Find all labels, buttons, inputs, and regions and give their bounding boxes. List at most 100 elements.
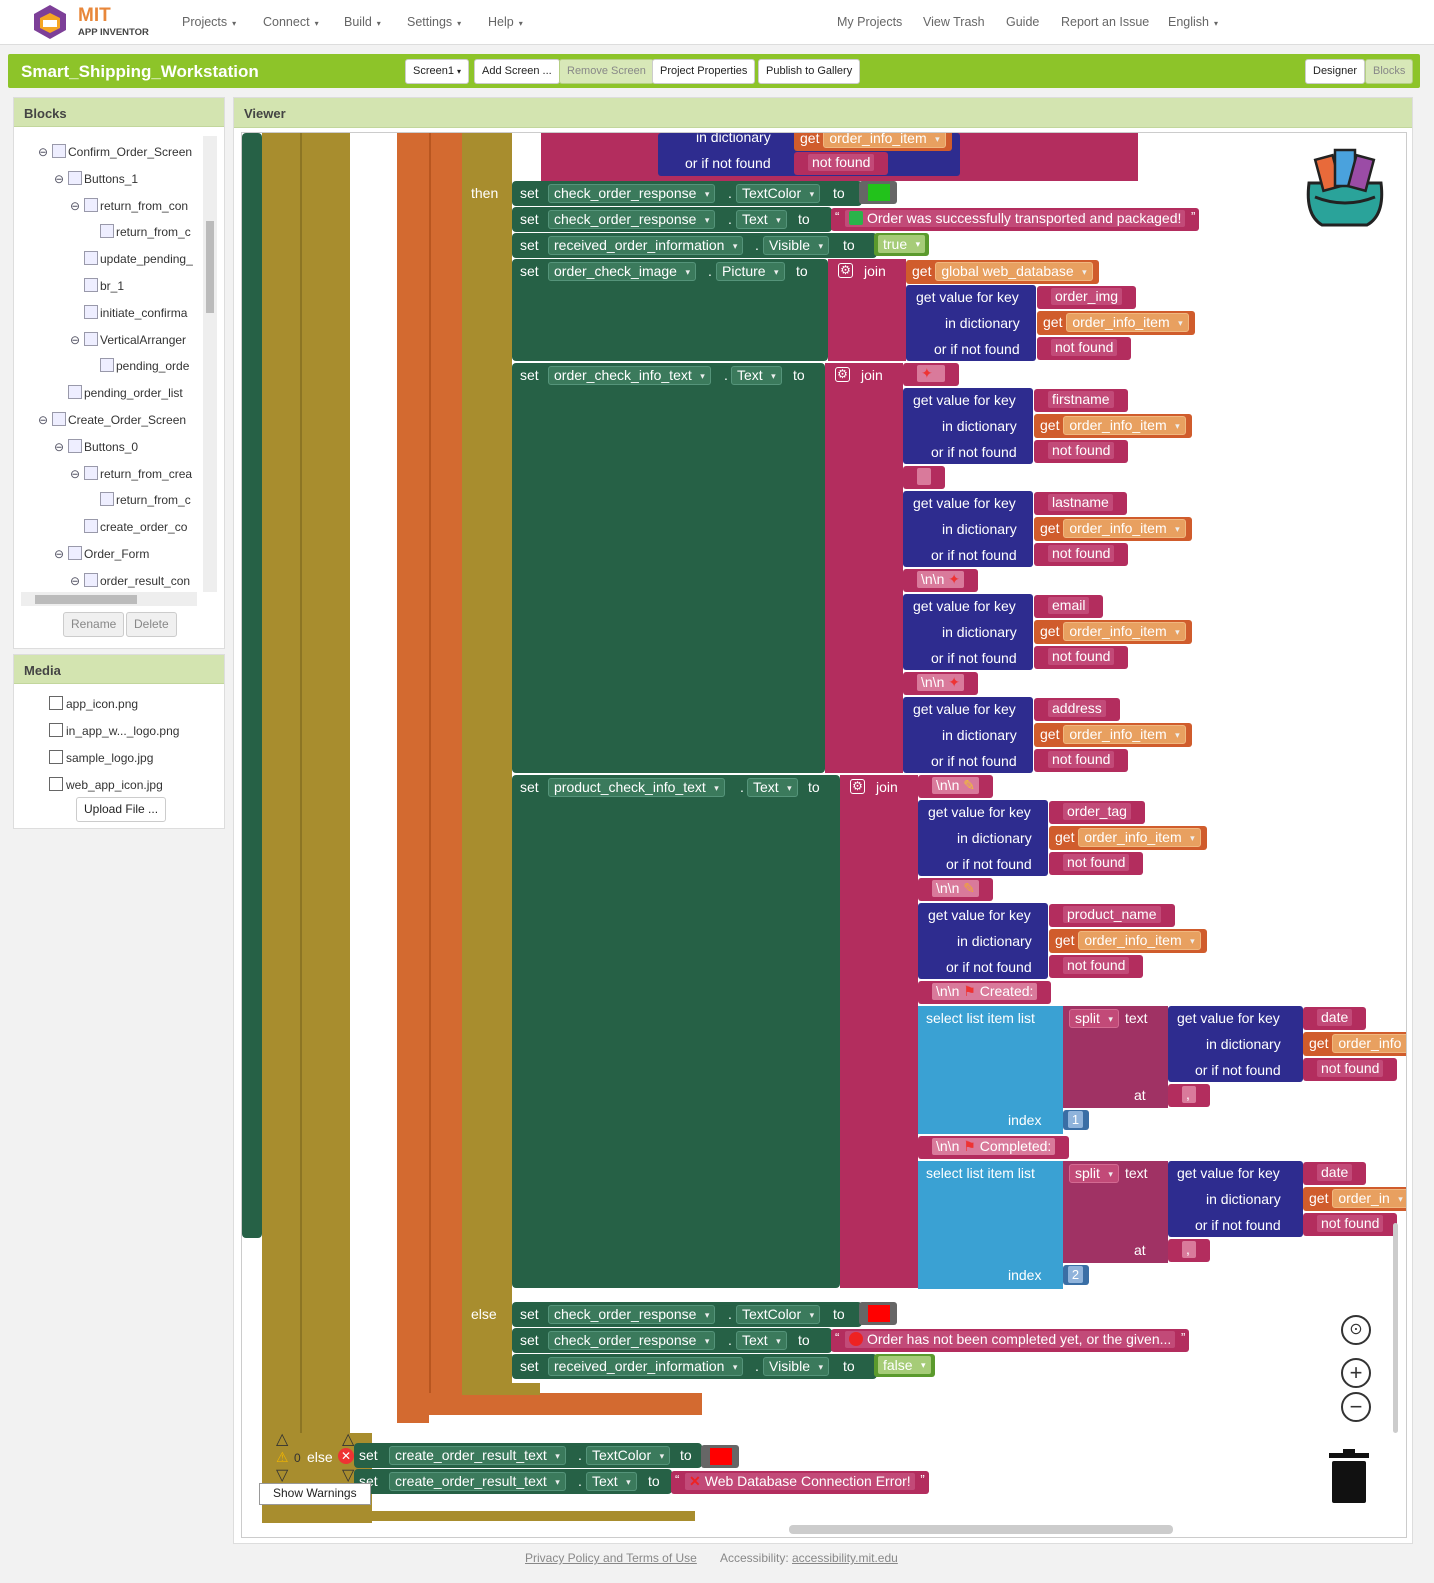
boolean-true-block[interactable]: true — [874, 233, 930, 256]
error-icon[interactable]: ✕ — [338, 1448, 354, 1464]
publish-gallery-button[interactable]: Publish to Gallery — [758, 59, 861, 84]
split-text-block[interactable]: split text at — [1063, 1006, 1168, 1108]
menu-language[interactable]: English▾ — [1168, 15, 1219, 29]
link-guide[interactable]: Guide — [1006, 15, 1040, 29]
get-variable-block[interactable]: get order_info — [1303, 1032, 1406, 1056]
set-text-block[interactable]: set create_order_result_text . Text to — [354, 1469, 672, 1494]
tree-node[interactable]: update_pending_ — [70, 251, 193, 271]
tree-node[interactable]: ⊖VerticalArranger — [70, 331, 186, 352]
tree-toggle-icon[interactable]: ⊖ — [38, 145, 49, 159]
boolean-false-block[interactable]: false — [874, 1354, 935, 1377]
media-file[interactable]: app_icon.png — [49, 696, 138, 711]
color-red-block[interactable] — [859, 1302, 897, 1325]
tree-node[interactable]: return_from_c — [86, 224, 191, 244]
set-text-block[interactable]: set check_order_response . Text to — [512, 1328, 832, 1353]
text-not-found-block[interactable]: not found — [1049, 852, 1144, 875]
tree-node[interactable]: ⊖return_from_con — [70, 197, 188, 218]
tree-toggle-icon[interactable]: ⊖ — [70, 466, 81, 481]
text-not-found-block[interactable]: not found — [1034, 646, 1129, 669]
accessibility-link[interactable]: accessibility.mit.edu — [792, 1551, 898, 1565]
text-not-found-block[interactable]: not found — [1303, 1058, 1398, 1081]
get-global-block[interactable]: get global web_database — [906, 260, 1099, 284]
warnings-down-arrow[interactable]: ▽ — [276, 1467, 289, 1484]
color-green-block[interactable] — [859, 181, 897, 204]
tree-toggle-icon[interactable]: ⊖ — [70, 198, 81, 213]
set-text-block[interactable]: set check_order_response . Text to — [512, 207, 832, 232]
set-visible-block[interactable]: set received_order_information . Visible… — [512, 1354, 877, 1379]
control-block-inner[interactable] — [300, 133, 350, 1433]
tree-node[interactable]: pending_orde — [86, 358, 189, 378]
tree-toggle-icon[interactable]: ⊖ — [70, 573, 81, 588]
number-block[interactable]: 2 — [1063, 1265, 1089, 1285]
designer-button[interactable]: Designer — [1305, 59, 1366, 84]
media-file[interactable]: sample_logo.jpg — [49, 750, 153, 765]
tree-node[interactable]: ⊖Order_Form — [54, 546, 149, 566]
gear-icon[interactable]: ⚙ — [838, 263, 853, 278]
text-not-found-block[interactable]: not found — [1303, 1213, 1398, 1236]
select-list-item-block[interactable]: select list item list index — [918, 1161, 1063, 1289]
text-key-block[interactable]: product_name — [1049, 904, 1175, 927]
mit-app-inventor-logo[interactable]: MIT APP INVENTOR — [30, 3, 150, 41]
get-variable-block[interactable]: get order_info_item — [1037, 311, 1195, 335]
text-space-block[interactable]: ​ — [903, 466, 945, 489]
component-tree[interactable]: ⊖Confirm_Order_Screen⊖Buttons_1⊖return_f… — [18, 136, 203, 592]
text-success-block[interactable]: “Order was successfully transported and … — [831, 208, 1200, 231]
media-file[interactable]: in_app_w..._logo.png — [49, 723, 179, 738]
dict-lookup-block[interactable]: get value for key in dictionary or if no… — [906, 285, 1036, 361]
get-variable-block[interactable]: get order_info_item — [1034, 414, 1192, 438]
menu-connect[interactable]: Connect▾ — [263, 15, 319, 29]
tree-node[interactable]: pending_order_list — [54, 385, 183, 405]
tree-node[interactable]: initiate_confirma — [70, 304, 187, 325]
tree-horizontal-scrollbar[interactable] — [21, 592, 197, 606]
remove-screen-button[interactable]: Remove Screen — [559, 59, 654, 84]
menu-projects[interactable]: Projects▾ — [182, 15, 237, 29]
errors-down-arrow[interactable]: ▽ — [342, 1467, 355, 1484]
text-key-block[interactable]: order_img — [1037, 286, 1137, 309]
gear-icon[interactable]: ⚙ — [835, 367, 850, 382]
upload-file-button[interactable]: Upload File ... — [76, 797, 167, 822]
get-variable-block[interactable]: get order_in — [1303, 1187, 1406, 1211]
warnings-up-arrow[interactable]: △ — [276, 1431, 289, 1448]
if-block[interactable] — [462, 133, 512, 1395]
set-visible-block[interactable]: set received_order_information . Visible… — [512, 233, 877, 258]
tree-node[interactable]: ⊖Buttons_1 — [54, 170, 138, 191]
menu-settings[interactable]: Settings▾ — [407, 15, 462, 29]
text-pin-block[interactable]: ✦ — [903, 363, 959, 386]
text-completed-block[interactable]: \n\n ⚑ Completed: — [918, 1136, 1070, 1159]
rename-button[interactable]: Rename — [63, 612, 125, 637]
text-not-found-block[interactable]: not found — [1034, 749, 1129, 772]
get-variable-block[interactable]: get order_info_item — [1049, 826, 1207, 850]
get-variable-block[interactable]: get order_info_item — [1049, 929, 1207, 953]
tree-node[interactable]: ⊖Confirm_Order_Screen — [38, 144, 192, 164]
event-block-orange-2[interactable] — [429, 133, 462, 1403]
tree-toggle-icon[interactable]: ⊖ — [54, 171, 65, 186]
text-not-found-block[interactable]: not found — [794, 152, 889, 175]
join-block-info[interactable]: ⚙ join — [825, 363, 903, 773]
text-not-found-block[interactable]: not found — [1037, 337, 1132, 360]
backpack-icon[interactable] — [1297, 145, 1389, 231]
errors-up-arrow[interactable]: △ — [342, 1431, 355, 1448]
dict-lookup-block[interactable]: get value for key in dictionary or if no… — [903, 697, 1033, 773]
tree-node[interactable]: ⊖order_result_con — [70, 572, 190, 592]
set-textcolor-block[interactable]: set check_order_response . TextColor to — [512, 1302, 862, 1327]
dict-lookup-block[interactable]: get value for key in dictionary or if no… — [903, 594, 1033, 670]
tree-toggle-icon[interactable]: ⊖ — [54, 439, 65, 454]
text-key-block[interactable]: lastname — [1034, 492, 1127, 515]
set-textcolor-block[interactable]: set create_order_result_text . TextColor… — [354, 1443, 702, 1468]
link-report-issue[interactable]: Report an Issue — [1061, 15, 1150, 29]
show-warnings-button[interactable]: Show Warnings — [259, 1483, 371, 1505]
center-target-icon[interactable]: ⊙ — [1341, 1315, 1371, 1345]
text-newline-block[interactable]: \n\n ✦ — [903, 569, 978, 592]
color-red-block[interactable] — [701, 1445, 739, 1468]
text-not-completed-block[interactable]: “Order has not been completed yet, or th… — [831, 1329, 1190, 1352]
event-block-orange-1[interactable] — [397, 133, 429, 1423]
join-block-product[interactable]: ⚙ join — [840, 775, 918, 1288]
text-key-block[interactable]: address — [1034, 698, 1120, 721]
text-not-found-block[interactable]: not found — [1034, 440, 1129, 463]
blocks-workspace[interactable]: then else in dictionary or if not found … — [241, 132, 1407, 1538]
menu-build[interactable]: Build▾ — [344, 15, 381, 29]
tree-node[interactable]: create_order_co — [70, 519, 187, 539]
gear-icon[interactable]: ⚙ — [850, 779, 865, 794]
dict-lookup-block[interactable]: get value for key in dictionary or if no… — [903, 388, 1033, 464]
tree-node[interactable]: ⊖Buttons_0 — [54, 438, 138, 459]
